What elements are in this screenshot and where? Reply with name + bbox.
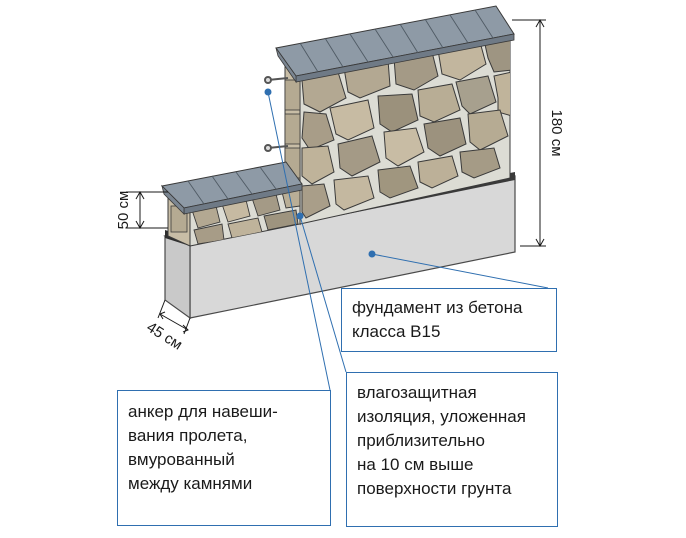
- insulation-line-3: приблизительно: [357, 431, 485, 450]
- leader-dot-foundation: [368, 250, 376, 258]
- leader-dot-insulation: [296, 212, 304, 220]
- anchor-callout: анкер для навеши- вания пролета, вмурова…: [117, 390, 331, 526]
- anchor-line-1: анкер для навеши-: [128, 402, 278, 421]
- low-wall-cap: [160, 161, 303, 215]
- tall-wall-cap: [275, 5, 515, 84]
- dimension-180-label: 180 см: [548, 109, 565, 156]
- foundation-line-2: класса В15: [352, 322, 441, 341]
- dimension-45: [157, 299, 191, 335]
- insulation-line-2: изоляция, уложенная: [357, 407, 526, 426]
- anchor-rods: [264, 76, 289, 152]
- insulation-line-1: влагозащитная: [357, 383, 477, 402]
- leader-lines: [267, 91, 549, 391]
- dimension-45-label: 45 см: [143, 319, 185, 354]
- foundation-line-1: фундамент из бетона: [352, 298, 523, 317]
- insulation-line-4: на 10 см выше: [357, 455, 474, 474]
- tall-wall: [264, 5, 515, 226]
- low-wall: [160, 161, 303, 247]
- foundation-callout: фундамент из бетона класса В15: [341, 288, 557, 352]
- anchor-line-2: вания пролета,: [128, 426, 248, 445]
- dimension-50-label: 50 см: [115, 191, 132, 230]
- dimension-180: [512, 18, 546, 248]
- anchor-line-4: между камнями: [128, 474, 253, 493]
- insulation-callout: влагозащитная изоляция, уложенная прибли…: [346, 372, 558, 527]
- dimension-50: [126, 190, 168, 230]
- leader-dot-anchor: [264, 88, 272, 96]
- insulation-line-5: поверхности грунта: [357, 479, 512, 498]
- anchor-line-3: вмурованный: [128, 450, 235, 469]
